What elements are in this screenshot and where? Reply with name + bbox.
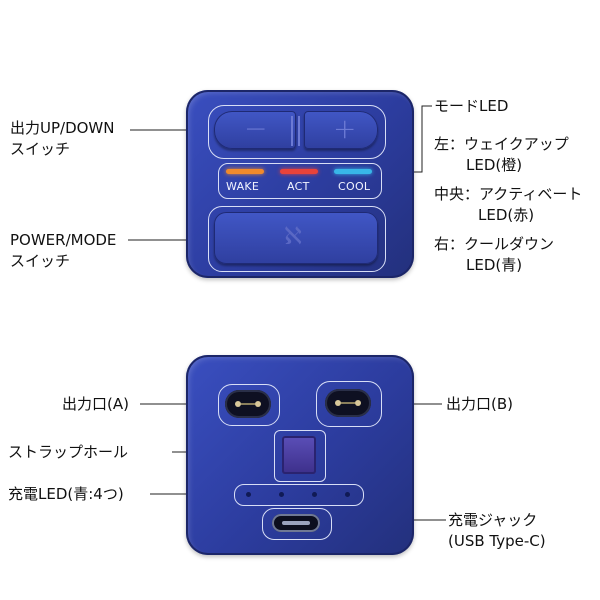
act-led-label: ACT [287, 180, 310, 193]
output-switch-outline [208, 105, 386, 159]
cool-led-label: COOL [338, 180, 371, 193]
label-mode-led: モードLED [434, 97, 509, 115]
label-center-led: 中央：アクティベート LED(赤) [434, 184, 582, 226]
label-line: 左：ウェイクアップ [434, 135, 569, 153]
switch-divider [298, 116, 300, 146]
usb-c-tongue [282, 521, 310, 525]
outlet-pin [235, 401, 241, 407]
label-charge-jack: 充電ジャック (USB Type-C) [448, 510, 546, 552]
label-line: 充電ジャック [448, 511, 538, 529]
label-line: LED(橙) [466, 156, 523, 174]
wake-led [226, 169, 264, 174]
strap-hole [282, 436, 316, 474]
outlet-a-outline [218, 384, 280, 426]
outlet-b[interactable] [325, 389, 371, 417]
label-line: LED(赤) [478, 206, 535, 224]
act-led [280, 169, 318, 174]
label-power-switch: POWER/MODE スイッチ [10, 230, 116, 272]
label-left-led: 左：ウェイクアップ LED(橙) [434, 134, 569, 176]
outlet-pin [355, 400, 361, 406]
label-line: POWER/MODE [10, 231, 117, 249]
charge-led-outline [234, 484, 364, 506]
switch-divider [291, 116, 293, 146]
charge-led-dot [279, 492, 284, 497]
label-line: 右：クールダウン [434, 235, 555, 253]
label-outlet-b: 出力口(B) [446, 395, 513, 413]
label-line: 中央：アクティベート [434, 185, 583, 203]
charge-led-dot [312, 492, 317, 497]
strap-hole-outline [274, 430, 326, 482]
outlet-b-outline [316, 381, 382, 427]
wake-led-label: WAKE [226, 180, 260, 193]
label-outlet-a: 出力口(A) [62, 395, 129, 413]
mode-led-outline [218, 163, 382, 199]
outlet-pin [255, 401, 261, 407]
power-switch-outline [208, 206, 386, 272]
label-output-switch: 出力UP/DOWN スイッチ [10, 118, 115, 160]
cool-led [334, 169, 372, 174]
label-line: 出力UP/DOWN [10, 119, 115, 137]
brand-logo-icon: ℵ [284, 222, 302, 250]
usb-c-port[interactable] [272, 514, 320, 532]
label-line: スイッチ [10, 252, 71, 270]
output-up-button[interactable]: + [304, 111, 378, 149]
minus-icon: − [244, 112, 268, 145]
charge-led-dot [246, 492, 251, 497]
label-line: (USB Type-C) [448, 532, 546, 550]
label-charge-led: 充電LED(青:4つ) [8, 485, 124, 503]
label-right-led: 右：クールダウン LED(青) [434, 234, 554, 276]
label-line: LED(青) [466, 256, 523, 274]
outlet-pin [335, 400, 341, 406]
output-down-button[interactable]: − [214, 111, 296, 149]
label-line: スイッチ [10, 140, 71, 158]
power-mode-button[interactable]: ℵ [214, 212, 378, 264]
charge-led-dot [345, 492, 350, 497]
outlet-a[interactable] [225, 390, 271, 418]
label-strap-hole: ストラップホール [8, 443, 129, 461]
outlet-pin-bar [241, 403, 255, 405]
charge-jack-outline [262, 508, 332, 540]
plus-icon: + [333, 112, 357, 145]
outlet-pin-bar [341, 402, 355, 404]
